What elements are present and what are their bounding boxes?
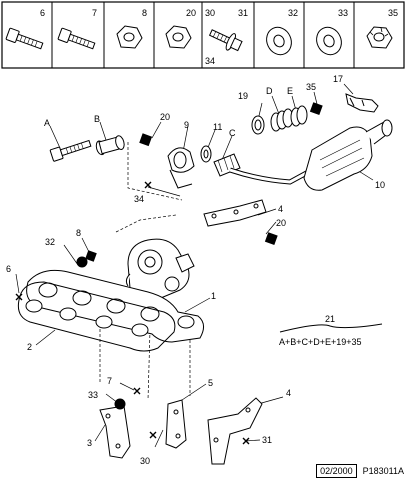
long-bolt-icon (57, 27, 96, 50)
sleeve-b (95, 135, 125, 156)
ring-11 (200, 145, 212, 163)
header-part-number-6: 6 (40, 8, 45, 18)
parts-header-strip (1, 1, 405, 69)
callout-11: 11 (213, 122, 222, 132)
callout-35: 35 (306, 82, 316, 92)
bolt-a (49, 139, 92, 162)
washer-32 (76, 256, 88, 268)
bracket-4-lower (207, 397, 263, 465)
callout-10: 10 (375, 180, 385, 190)
callout-B: B (94, 114, 100, 124)
nut-8 (85, 250, 97, 262)
callout-6: 6 (6, 264, 11, 274)
callout-D: D (266, 86, 273, 96)
callout-1: 1 (211, 291, 216, 301)
callout-2: 2 (27, 342, 32, 352)
callout-20-lower: 20 (276, 218, 286, 228)
callout-34: 34 (134, 194, 144, 204)
callout-9: 9 (184, 120, 189, 130)
kit-formula-text: A+B+C+D+E+19+35 (279, 337, 362, 347)
manifold-gasket-2 (17, 281, 176, 352)
callout-32: 32 (45, 237, 55, 247)
callout-19: 19 (238, 91, 248, 101)
nut-20-upper (139, 133, 153, 147)
callout-31: 31 (262, 435, 272, 445)
stud-34 (144, 181, 152, 189)
washer-33 (114, 398, 126, 410)
bracket-5 (165, 399, 187, 449)
long-bolt-icon (5, 27, 44, 50)
spring-d (270, 108, 294, 132)
stud-30 (149, 431, 157, 439)
header-part-number-20: 20 (186, 8, 196, 18)
stud-7 (133, 387, 141, 395)
callout-5: 5 (208, 378, 213, 388)
clamp-9 (167, 147, 195, 189)
hex-nut-icon (165, 25, 192, 49)
callout-17: 17 (333, 74, 343, 84)
callout-A: A (44, 118, 50, 128)
header-part-number-33: 33 (338, 8, 348, 18)
catalytic-converter-10 (229, 119, 393, 191)
flange-bolt-icon (208, 29, 243, 52)
stud-31 (242, 437, 250, 445)
callout-3: 3 (87, 438, 92, 448)
callout-E: E (287, 86, 293, 96)
callout-4-lower: 4 (286, 388, 291, 398)
kit-21-formula: 21 A+B+C+D+E+19+35 (279, 314, 383, 347)
callout-7: 7 (107, 376, 112, 386)
header-part-number-7: 7 (92, 8, 97, 18)
nut-20-lower (264, 232, 278, 246)
footer-reference: 02/2000 P183011A (316, 464, 404, 478)
hanger-17 (345, 93, 379, 113)
header-part-number-34: 34 (205, 56, 215, 66)
header-part-number-8: 8 (142, 8, 147, 18)
spring-e (290, 105, 308, 127)
nut-35 (309, 102, 323, 116)
footer-ref-code: P183011A (362, 466, 404, 476)
header-part-number-31: 31 (238, 8, 248, 18)
bracket-4-upper (203, 199, 267, 227)
header-part-number-32: 32 (288, 8, 298, 18)
callout-21: 21 (325, 314, 335, 324)
bracket-3 (99, 405, 131, 459)
castle-nut-icon (366, 26, 393, 49)
callout-8: 8 (76, 228, 81, 238)
footer-date: 02/2000 (316, 464, 357, 478)
callout-33: 33 (88, 390, 98, 400)
callout-30: 30 (140, 456, 150, 466)
leader-lines (15, 83, 374, 448)
callout-C: C (229, 128, 236, 138)
washer-icon (266, 26, 292, 56)
callout-20-upper: 20 (160, 112, 170, 122)
washer-icon (316, 26, 342, 56)
header-part-number-30: 30 (205, 8, 215, 18)
callout-4-upper: 4 (278, 204, 283, 214)
ring-19 (251, 115, 265, 135)
header-part-number-35: 35 (388, 8, 398, 18)
stud-6 (15, 293, 23, 301)
hex-nut-icon (116, 25, 143, 49)
turbocharger (125, 238, 195, 302)
